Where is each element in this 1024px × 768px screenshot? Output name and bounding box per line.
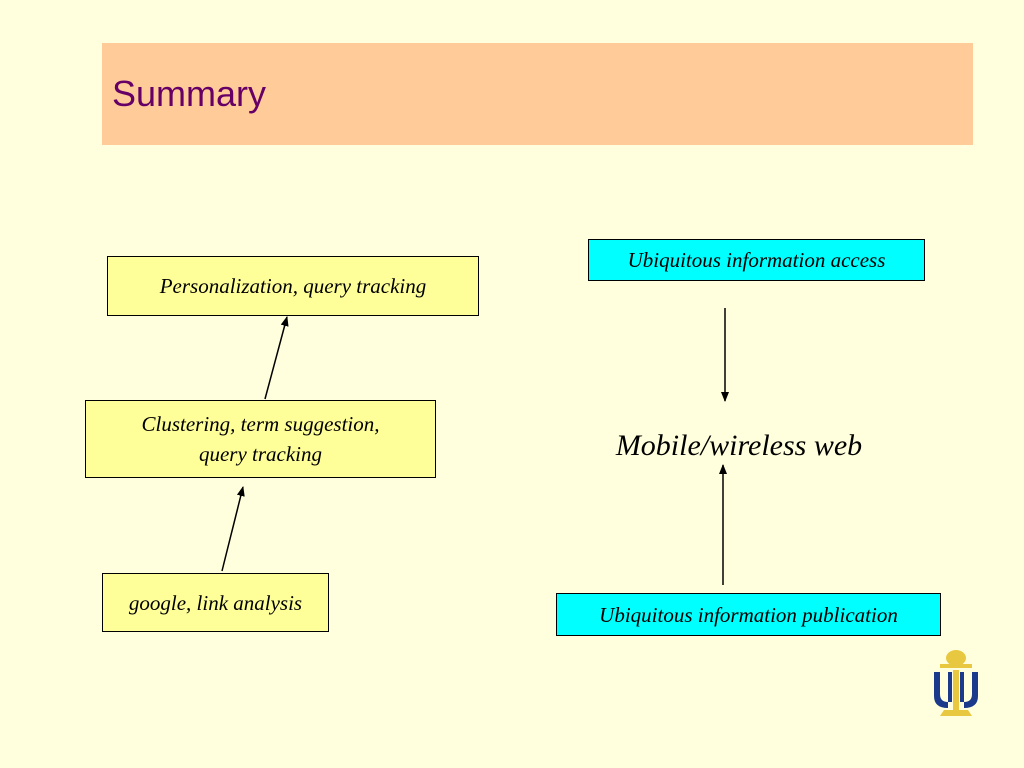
access-box: Ubiquitous information access xyxy=(588,239,925,281)
arrow-clustering-to-personalization xyxy=(264,316,289,400)
university-logo-icon xyxy=(934,650,978,716)
publication-label: Ubiquitous information publication xyxy=(599,602,898,627)
clustering-label-line1: Clustering, term suggestion, xyxy=(141,412,380,436)
access-label: Ubiquitous information access xyxy=(627,248,886,272)
personalization-label: Personalization, query tracking xyxy=(159,274,427,298)
arrow-google-to-clustering xyxy=(221,486,245,572)
title-band: Summary xyxy=(102,43,973,145)
clustering-label-line2: query tracking xyxy=(198,442,323,466)
mobile-web-label: Mobile/wireless web xyxy=(615,429,863,462)
page-title: Summary xyxy=(112,73,267,114)
clustering-box: Clustering, term suggestion, query track… xyxy=(85,400,436,478)
google-box: google, link analysis xyxy=(102,573,329,632)
google-label: google, link analysis xyxy=(128,590,303,615)
publication-box: Ubiquitous information publication xyxy=(556,593,941,636)
personalization-box: Personalization, query tracking xyxy=(107,256,479,316)
